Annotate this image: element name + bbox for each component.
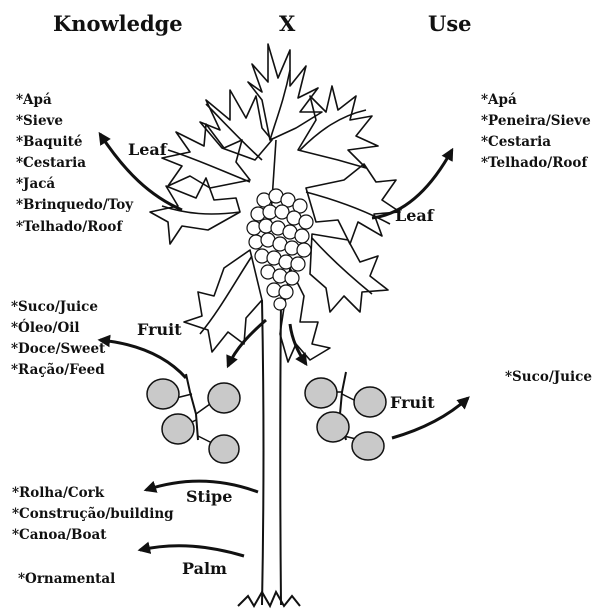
list-item: *Construção/building bbox=[12, 508, 174, 522]
list-item: *Peneira/Sieve bbox=[481, 115, 591, 129]
label-leaf-right: Leaf bbox=[395, 208, 434, 224]
header-knowledge: Knowledge bbox=[53, 13, 183, 34]
list-item: *Jacá bbox=[16, 178, 133, 192]
list-item: *Brinquedo/Toy bbox=[16, 199, 133, 213]
list-item: *Óleo/Oil bbox=[11, 322, 105, 336]
fruit-cluster-right bbox=[305, 372, 386, 460]
trunk bbox=[238, 300, 300, 606]
list-item: *Sieve bbox=[16, 115, 133, 129]
list-item: *Baquité bbox=[16, 136, 133, 150]
list-item: *Ornamental bbox=[18, 573, 115, 587]
use-fruit-list: *Suco/Juice bbox=[505, 371, 592, 392]
label-leaf-left: Leaf bbox=[128, 142, 167, 158]
list-item: *Apá bbox=[16, 94, 133, 108]
list-item: *Ração/Feed bbox=[11, 364, 105, 378]
list-item: *Cestaria bbox=[481, 136, 591, 150]
arrow-fruit-down-right bbox=[290, 324, 306, 364]
list-item: *Cestaria bbox=[16, 157, 133, 171]
knowledge-fruit-list: *Suco/Juice *Óleo/Oil *Doce/Sweet *Ração… bbox=[11, 301, 105, 385]
knowledge-stipe-list: *Rolha/Cork *Construção/building *Canoa/… bbox=[12, 487, 174, 550]
label-palm: Palm bbox=[182, 561, 227, 577]
list-item: *Suco/Juice bbox=[505, 371, 592, 385]
list-item: *Apá bbox=[481, 94, 591, 108]
list-item: *Telhado/Roof bbox=[16, 221, 133, 235]
list-item: *Canoa/Boat bbox=[12, 529, 174, 543]
list-item: *Telhado/Roof bbox=[481, 157, 591, 171]
list-item: *Rolha/Cork bbox=[12, 487, 174, 501]
knowledge-leaf-list: *Apá *Sieve *Baquité *Cestaria *Jacá *Br… bbox=[16, 94, 133, 242]
arrow-fruit-down-left bbox=[228, 320, 266, 366]
list-item: *Doce/Sweet bbox=[11, 343, 105, 357]
fruit-bunch bbox=[247, 189, 313, 310]
arrow-fruit-left bbox=[100, 340, 186, 378]
label-fruit-right: Fruit bbox=[390, 395, 435, 411]
header-x: X bbox=[279, 13, 295, 34]
fruit-cluster-left bbox=[147, 374, 240, 463]
knowledge-palm-list: *Ornamental bbox=[18, 573, 115, 594]
header-use: Use bbox=[428, 13, 472, 34]
label-stipe: Stipe bbox=[186, 489, 232, 505]
label-fruit-left: Fruit bbox=[137, 322, 182, 338]
use-leaf-list: *Apá *Peneira/Sieve *Cestaria *Telhado/R… bbox=[481, 94, 591, 178]
list-item: *Suco/Juice bbox=[11, 301, 105, 315]
